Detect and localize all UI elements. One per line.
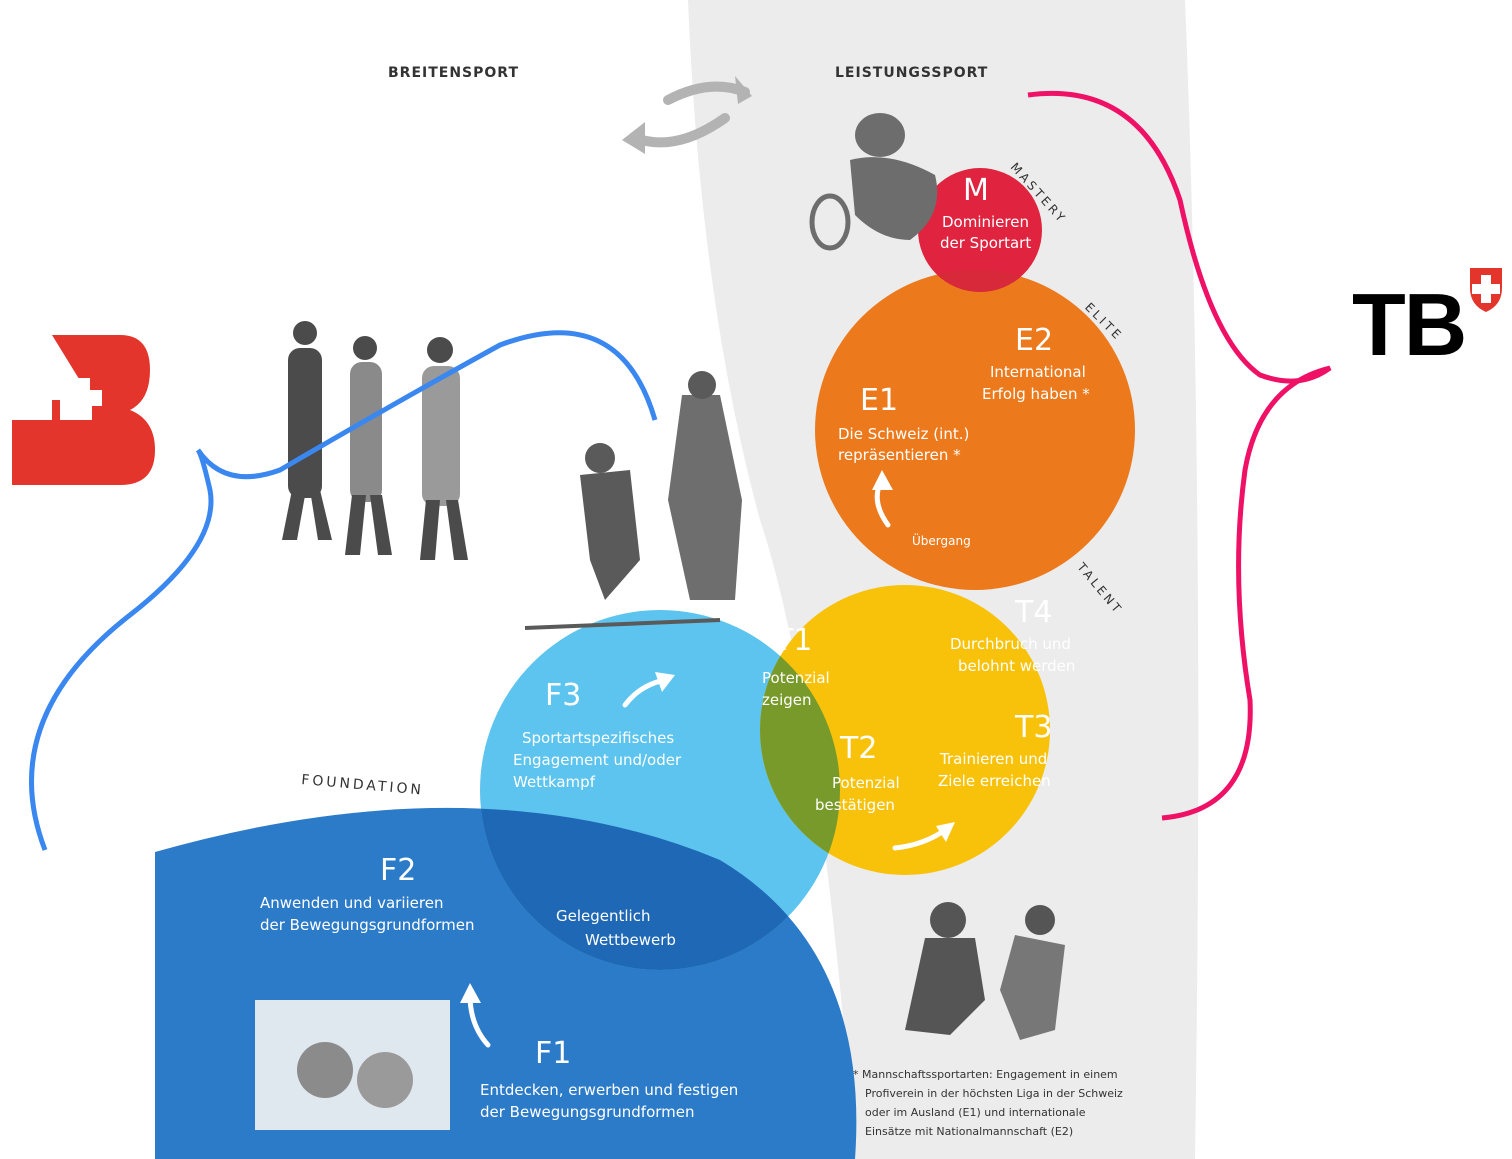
- footnote-line2: Profiverein in der höchsten Liga in der …: [865, 1087, 1123, 1100]
- transition-label: Übergang: [912, 534, 971, 548]
- t3-line2: Ziele erreichen: [938, 772, 1051, 790]
- e2-line1: International: [990, 363, 1086, 381]
- t2-line2: bestätigen: [815, 796, 895, 814]
- footnote-line4: Einsätze mit Nationalmannschaft (E2): [865, 1125, 1074, 1138]
- m-line2: der Sportart: [940, 234, 1032, 252]
- tb-logo: [1470, 268, 1502, 312]
- t2-code: T2: [840, 731, 878, 766]
- t3-code: T3: [1015, 710, 1053, 745]
- t3-line1: Trainieren und: [940, 750, 1048, 768]
- f1-line2: der Bewegungsgrundformen: [480, 1103, 695, 1121]
- mastery-circle: [918, 168, 1042, 292]
- f3-line3: Wettkampf: [513, 773, 595, 791]
- f3-code: F3: [545, 678, 582, 713]
- t4-code: T4: [1015, 595, 1053, 630]
- tb-logo-text: TB: [1352, 275, 1467, 374]
- runners-photo: [282, 321, 468, 560]
- footnote-line1: * Mannschaftssportarten: Engagement in e…: [853, 1068, 1118, 1081]
- footnote: * Mannschaftssportarten: Engagement in e…: [853, 1065, 1123, 1141]
- breitensport-header: BREITENSPORT: [388, 65, 519, 81]
- progress-arrowheads: [460, 470, 955, 1003]
- e2-line2: Erfolg haben *: [982, 385, 1090, 403]
- leistungssport-brace-pink: [1027, 90, 1332, 821]
- occasional-line2: Wettbewerb: [585, 931, 676, 949]
- leistungssport-header: LEISTUNGSSPORT: [835, 65, 989, 81]
- t1-line1: Potenzial: [762, 669, 830, 687]
- football-players-photo: [905, 902, 1065, 1040]
- f3-foundation-overlap: [480, 807, 840, 970]
- m-line1: Dominieren: [942, 213, 1029, 231]
- f3-line2: Engagement und/oder: [513, 751, 682, 769]
- elite-circle: [815, 270, 1135, 590]
- occasional-line1: Gelegentlich: [556, 907, 651, 925]
- f2-line1: Anwenden und variieren: [260, 894, 444, 912]
- f2-line2: der Bewegungsgrundformen: [260, 916, 475, 934]
- breitensport-brace-blue: [28, 330, 658, 851]
- tennis-player-photo: [809, 113, 938, 251]
- f1-code: F1: [535, 1036, 572, 1071]
- f1-line1: Entdecken, erwerben und festigen: [480, 1081, 739, 1099]
- js-logo: [12, 335, 155, 485]
- f2-code: F2: [380, 853, 417, 888]
- t1-code: T1: [775, 623, 813, 658]
- t1-line2: zeigen: [762, 691, 812, 709]
- m-code: M: [963, 173, 989, 208]
- t4-line1: Durchbruch und: [950, 635, 1071, 653]
- t4-line2: belohnt werden: [958, 657, 1076, 675]
- footnote-line3: oder im Ausland (E1) und internationale: [865, 1106, 1086, 1119]
- skier-photo: [524, 371, 742, 630]
- e1-line1: Die Schweiz (int.): [838, 425, 970, 443]
- e1-line2: repräsentieren *: [838, 446, 961, 464]
- t2-line1: Potenzial: [832, 774, 900, 792]
- swimming-kids-photo: [255, 1000, 450, 1130]
- e1-code: E1: [860, 383, 899, 418]
- f3-line1: Sportartspezifisches: [522, 729, 675, 747]
- e2-code: E2: [1015, 323, 1054, 358]
